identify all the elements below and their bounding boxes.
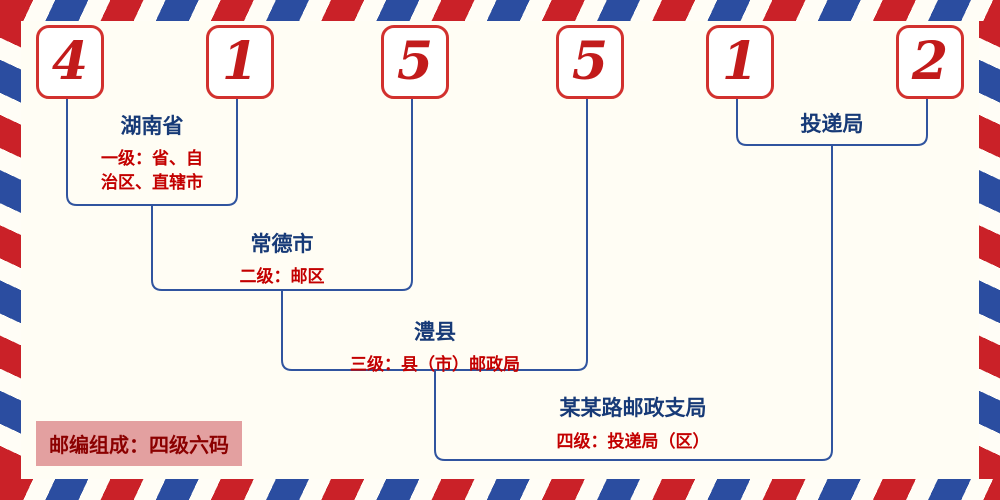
level4-place-name: 某某路邮政支局	[559, 396, 707, 420]
digit-box-1: 4	[36, 25, 104, 99]
level4-desc: 四级：投递局（区）	[556, 432, 710, 452]
composition-note: 邮编组成：四级六码	[36, 421, 242, 466]
digit-box-3: 5	[381, 25, 449, 99]
digit-box-4: 5	[556, 25, 624, 99]
airmail-border-top	[0, 0, 1000, 21]
digit-box-2: 1	[206, 25, 274, 99]
level2-label-block: 常德市 二级：邮区	[240, 228, 325, 289]
level3-label-block: 澧县 三级：县（市）邮政局	[350, 316, 520, 377]
level2-place-name: 常德市	[250, 232, 314, 256]
level4-label-block: 某某路邮政支局 四级：投递局（区）	[557, 392, 710, 454]
airmail-border-right	[979, 21, 1000, 479]
level1-label-block: 湖南省 一级：省、自 治区、直辖市	[101, 110, 203, 195]
digit-2: 1	[221, 31, 259, 92]
airmail-border-left	[0, 21, 21, 479]
level2-desc: 二级：邮区	[239, 267, 325, 287]
delivery-office-name: 投递局	[800, 112, 864, 136]
delivery-office-label-block: 投递局	[801, 108, 864, 145]
level1-desc-line1: 一级：省、自	[101, 149, 203, 169]
digit-6: 2	[911, 31, 949, 92]
level1-place-name: 湖南省	[120, 114, 184, 138]
level1-desc-line2: 治区、直辖市	[101, 173, 203, 193]
digit-3: 5	[396, 31, 434, 92]
level3-desc: 三级：县（市）邮政局	[350, 355, 520, 375]
digit-box-6: 2	[896, 25, 964, 99]
digit-box-5: 1	[706, 25, 774, 99]
digit-4: 5	[571, 31, 609, 92]
level3-place-name: 澧县	[414, 320, 456, 344]
digit-1: 4	[51, 31, 89, 92]
airmail-border-bottom	[0, 479, 1000, 500]
digit-5: 1	[721, 31, 759, 92]
